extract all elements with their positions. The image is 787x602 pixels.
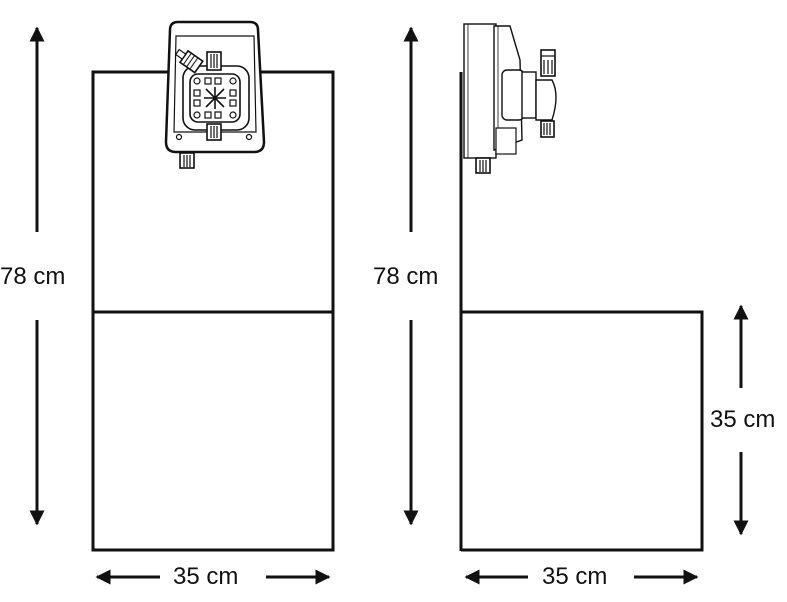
dosing-pump-side-icon <box>463 23 557 174</box>
side-cabinet-height-label: 35 cm <box>710 406 776 434</box>
front-view <box>29 20 335 585</box>
front-height-label: 78 cm <box>0 263 66 291</box>
dosing-pump-front-icon <box>164 20 266 169</box>
side-cabinet <box>461 310 704 552</box>
side-view <box>403 23 749 585</box>
side-height-label: 78 cm <box>373 263 439 291</box>
front-width-label: 35 cm <box>173 563 239 591</box>
side-width-label: 35 cm <box>542 563 608 591</box>
